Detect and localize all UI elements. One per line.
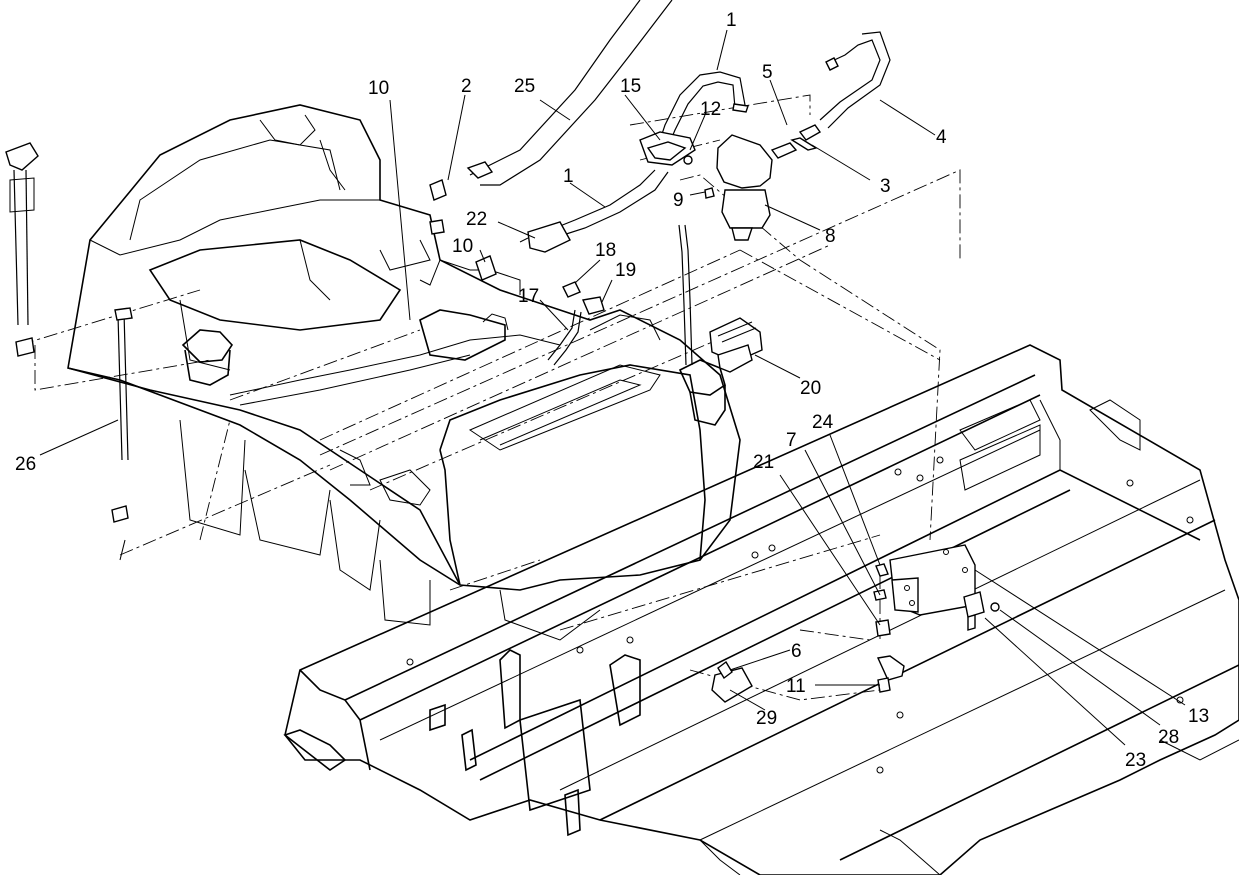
callout-2: 2 <box>461 76 472 97</box>
callout-labels: 1 1 2 3 4 5 6 7 8 9 10 10 11 12 13 15 17… <box>15 10 1209 771</box>
frame-chassis <box>283 344 1239 875</box>
callout-24: 24 <box>812 412 834 433</box>
callout-3: 3 <box>880 176 891 197</box>
callout-22: 22 <box>466 209 487 230</box>
callout-6: 6 <box>791 641 802 662</box>
callout-28: 28 <box>1158 727 1179 748</box>
assembly-leader-lines <box>19 94 961 701</box>
callout-1-top: 1 <box>726 10 737 31</box>
callout-20: 20 <box>800 378 821 399</box>
callout-25: 25 <box>514 76 535 97</box>
callout-leaders <box>39 29 1186 746</box>
callout-9: 9 <box>673 190 684 211</box>
callout-8: 8 <box>825 226 836 247</box>
fuel-line-assembly <box>429 0 891 373</box>
callout-10-top: 10 <box>368 78 389 99</box>
callout-5: 5 <box>762 62 773 83</box>
callout-10-sleeve: 10 <box>452 236 473 257</box>
callout-4: 4 <box>936 127 947 148</box>
callout-19: 19 <box>615 260 636 281</box>
callout-21: 21 <box>753 452 774 473</box>
callout-11: 11 <box>786 676 806 697</box>
callout-29: 29 <box>756 708 777 729</box>
callout-7: 7 <box>786 430 797 451</box>
callout-12: 12 <box>700 99 721 120</box>
callout-15: 15 <box>620 76 641 97</box>
callout-23: 23 <box>1125 750 1146 771</box>
callout-17: 17 <box>518 286 539 307</box>
dipstick-and-sender <box>5 142 133 523</box>
callout-26: 26 <box>15 454 36 475</box>
callout-18: 18 <box>595 240 616 261</box>
callout-1-middle: 1 <box>563 166 574 187</box>
fuel-tank <box>67 104 741 641</box>
callout-13: 13 <box>1188 706 1209 727</box>
mounting-bracket <box>711 544 1000 703</box>
